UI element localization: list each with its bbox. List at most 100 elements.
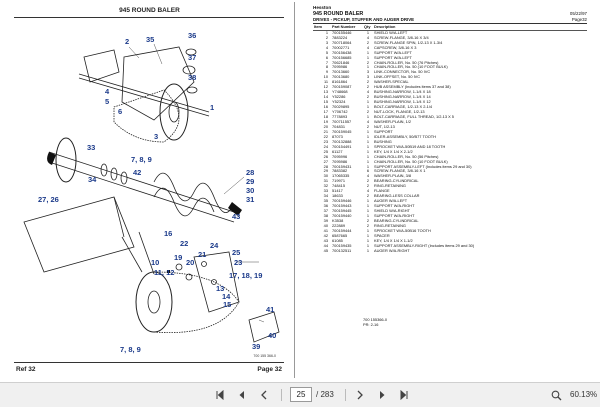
callout-20: 20 (186, 258, 194, 267)
cell-part-number: 704831 (332, 123, 345, 129)
cell-item: 29 (323, 168, 328, 174)
cell-part-number: 700159446 (332, 198, 352, 204)
cell-qty: 1 (366, 227, 370, 233)
previous-icon[interactable] (256, 388, 272, 402)
callout-37: 37 (188, 53, 196, 62)
callout-24: 24 (210, 241, 219, 250)
cell-description: AUGER W/A-RIGHT (374, 247, 410, 253)
cell-item: 22 (323, 133, 328, 139)
cell-part-number: 8161864 (332, 79, 348, 85)
cell-qty: 4 (366, 34, 370, 40)
cell-part-number: 700159087 (332, 84, 352, 90)
cell-part-number: 700159445 (332, 208, 352, 214)
cell-part-number: 700159443 (332, 203, 352, 209)
cell-qty: 1 (366, 163, 370, 169)
cell-qty: 3 (366, 74, 370, 80)
cell-description: SUPPORT ASSEMBLY-RIGHT (Includes items 2… (374, 242, 475, 248)
cell-qty: 1 (366, 232, 370, 238)
cell-item: 44 (323, 242, 328, 248)
cell-item: 34 (323, 193, 328, 199)
cell-part-number: 700132511 (332, 247, 352, 253)
callout-15: 15 (223, 300, 231, 309)
cell-description: SUPPORT (374, 128, 393, 134)
cell-item: 45 (323, 247, 328, 253)
cell-qty: 2 (366, 183, 370, 189)
zoom-icon[interactable] (548, 388, 564, 402)
cell-part-number: 700711557 (332, 118, 352, 124)
cell-qty: 1 (366, 113, 370, 119)
cell-qty: 1 (366, 54, 370, 60)
cell-qty: 1 (366, 237, 370, 243)
cell-item: 30 (323, 173, 328, 179)
cell-qty: 2 (366, 109, 370, 115)
cell-qty: 4 (366, 173, 370, 179)
cell-item: 35 (323, 198, 328, 204)
previous-page-icon[interactable] (234, 388, 250, 402)
cell-description: BUSHING-NARROW, 1-1/4 X 12 (374, 99, 431, 105)
cell-description: RING-RETAINING (374, 222, 406, 228)
cell-item: 15 (323, 99, 328, 105)
cell-part-number: K3538 (332, 218, 344, 223)
cell-qty: 1 (366, 203, 370, 209)
cell-qty: 2 (366, 193, 370, 199)
first-page-icon[interactable] (212, 388, 228, 402)
callout-29: 29 (246, 177, 254, 186)
callout-19: 19 (174, 253, 182, 262)
callout-31: 31 (246, 195, 254, 204)
cell-item: 41 (323, 227, 328, 233)
page-number-input[interactable] (290, 387, 312, 402)
cell-part-number: 700718064 (332, 39, 352, 45)
cell-description: SPROCKET W/A-50B16 TOOTH (374, 227, 431, 233)
cell-qty: 1 (366, 29, 370, 35)
callout-14: 14 (222, 292, 231, 301)
callout-35: 35 (146, 35, 154, 44)
callout-36: 36 (188, 31, 196, 40)
left-page-ref: Ref 32 (16, 366, 36, 373)
brand-name: Hesston (313, 5, 332, 10)
cell-qty: 1 (366, 99, 370, 105)
last-page-icon[interactable] (396, 388, 412, 402)
cell-part-number: 700159440 (332, 213, 352, 219)
callout-43: 43 (232, 212, 240, 221)
cell-item: 13 (323, 89, 328, 95)
cell-qty: 1 (366, 208, 370, 214)
cell-qty: 2 (366, 59, 370, 65)
next-icon[interactable] (352, 388, 368, 402)
cell-qty: 1 (366, 148, 370, 154)
cell-qty: 1 (366, 247, 370, 253)
right-page: Hesston 945 ROUND BALER DRIVES - PICKUP,… (305, 2, 595, 378)
cell-part-number: 6587665 (332, 232, 348, 238)
cell-part-number: 700156685 (332, 54, 352, 60)
callout-13: 13 (216, 284, 224, 293)
cell-qty: 4 (366, 89, 370, 95)
next-page-icon[interactable] (374, 388, 390, 402)
parts-table-header: Item Part Number Qty Description (313, 24, 587, 31)
cell-part-number: Y748668 (332, 89, 348, 95)
cell-part-number: Y52324 (332, 99, 346, 105)
cell-item: 25 (323, 148, 328, 154)
cell-part-number: 700155446 (332, 29, 352, 35)
cell-qty: 1 (366, 133, 370, 139)
callout-27-26: 27, 26 (38, 195, 59, 204)
cell-description: HUB ASSEMBLY (Includes items 37 and 38) (374, 84, 451, 90)
cell-description: SPACER (374, 232, 390, 238)
cell-qty: 2 (366, 222, 370, 228)
cell-description: FLANGE (374, 188, 390, 194)
cell-part-number: 51417 (332, 188, 343, 194)
cell-item: 16 (323, 104, 328, 110)
cell-qty: 4 (366, 188, 370, 194)
cell-description: SPROCKET W/A-50B19 AND 18 TOOTH (374, 143, 446, 149)
cell-item: 27 (323, 158, 328, 164)
